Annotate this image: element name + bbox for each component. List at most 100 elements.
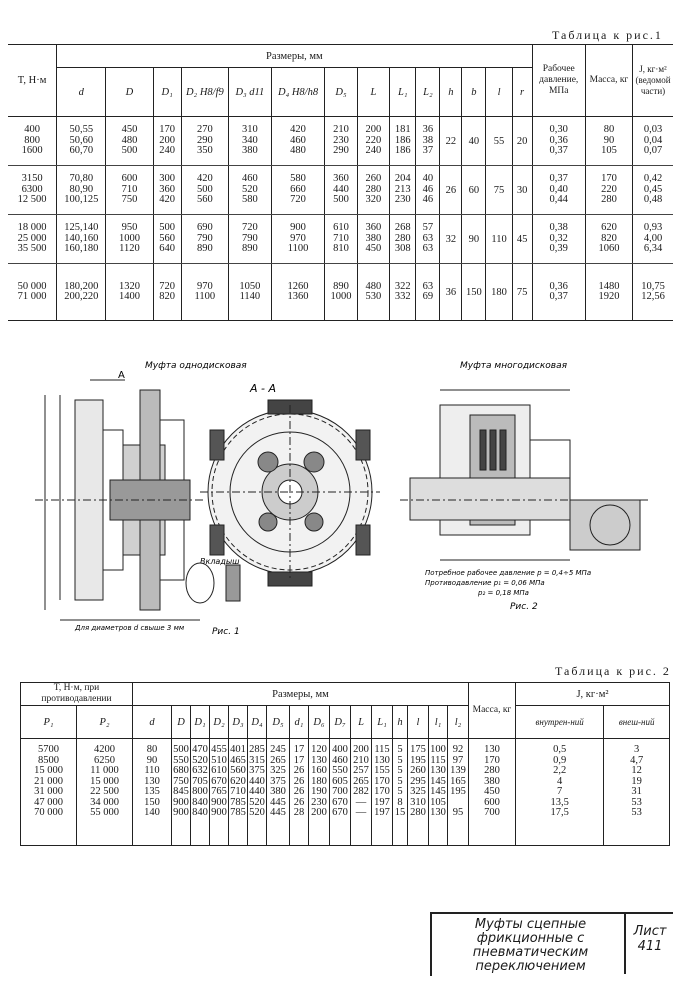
- table1-value: 360: [333, 173, 349, 185]
- table2-col-header: h: [392, 705, 408, 739]
- table1-value: 12,56: [641, 291, 665, 302]
- table2-value: 670: [332, 796, 348, 808]
- table2-value: 22 500: [90, 786, 119, 797]
- table1-value: 1050: [239, 280, 261, 292]
- table1-value: 332: [394, 291, 411, 302]
- table2-value: 130: [144, 775, 160, 787]
- table2-value: 840: [192, 807, 208, 818]
- table2-col-header: l₂: [447, 705, 469, 739]
- table2-value: 670: [332, 807, 348, 818]
- table2-value: 21 000: [34, 775, 63, 787]
- fig2-name: Рис. 2: [510, 602, 538, 612]
- table2-value: 197: [374, 796, 390, 808]
- table2-value: 130: [484, 744, 500, 755]
- table1-value: 600: [121, 173, 138, 185]
- table1-value: 71 000: [17, 291, 47, 302]
- table2-value: 120: [311, 744, 327, 755]
- table1-value: 0,40: [549, 183, 568, 195]
- table2-value: 70 000: [34, 807, 63, 818]
- table1-cell: 110: [485, 214, 513, 264]
- table2-value: 145: [430, 775, 446, 787]
- table2-value: 210: [353, 754, 369, 766]
- table1-value: 40: [422, 173, 434, 185]
- table1-col-header: L: [356, 67, 390, 117]
- table1-value: 18 000: [17, 222, 47, 234]
- table1-value: 480: [290, 145, 306, 157]
- table2-value: 445: [270, 807, 286, 818]
- table1-value: 63: [422, 243, 434, 255]
- table2-dims-header: Размеры, мм: [132, 682, 469, 706]
- table2-value: 139: [450, 765, 466, 776]
- table2-value: 520: [192, 754, 208, 766]
- table2-value: 170: [374, 786, 390, 797]
- table1-value: 280: [394, 232, 411, 244]
- table2-value: 4: [557, 775, 563, 787]
- table1-value: 25 000: [17, 232, 47, 244]
- table1-value: 660: [290, 183, 306, 195]
- table1-value: 420: [290, 124, 306, 136]
- table1-value: 280: [601, 194, 617, 206]
- table2-value: 325: [270, 765, 286, 776]
- table2-value: 13,5: [550, 796, 569, 808]
- table1-value: 105: [601, 145, 617, 157]
- table1-value: 290: [196, 134, 213, 146]
- table1-value: 230: [333, 134, 349, 146]
- table2-col-header: D: [171, 705, 191, 739]
- table2-value: 295: [410, 775, 426, 787]
- table2-value: 3: [634, 744, 640, 755]
- table1-value: 360: [159, 183, 176, 195]
- table2-value: 170: [374, 775, 390, 787]
- table2-value: 265: [353, 775, 369, 787]
- table2-value: 80: [146, 744, 158, 755]
- table2-value: 900: [173, 807, 189, 818]
- table1-value: 450: [121, 124, 138, 136]
- table1-col-header: D: [105, 67, 154, 117]
- title-block-divider: [624, 912, 626, 974]
- insert-drawing: [185, 562, 241, 604]
- table1-value: 620: [601, 222, 617, 234]
- table2-value: 280: [410, 807, 426, 818]
- table1-value: 500: [196, 183, 213, 195]
- table2-value: 7: [557, 786, 563, 797]
- table1-value: 170: [159, 124, 176, 136]
- table2-value: 440: [249, 775, 265, 787]
- table1-cell: 20: [511, 116, 533, 166]
- table2-value: 445: [270, 796, 286, 808]
- table2-value: 5700: [38, 744, 59, 755]
- table1-value: 80: [603, 124, 615, 136]
- table2-value: 15: [394, 807, 406, 818]
- table1-col-header: D₃ d11: [227, 67, 272, 117]
- table2-value: 705: [192, 775, 208, 787]
- table1-value: 260: [365, 173, 382, 185]
- table2-value: 605: [332, 775, 348, 787]
- table1-value: 750: [121, 194, 138, 206]
- table2-value: 0,9: [553, 754, 567, 766]
- table2-value: 95: [452, 807, 464, 818]
